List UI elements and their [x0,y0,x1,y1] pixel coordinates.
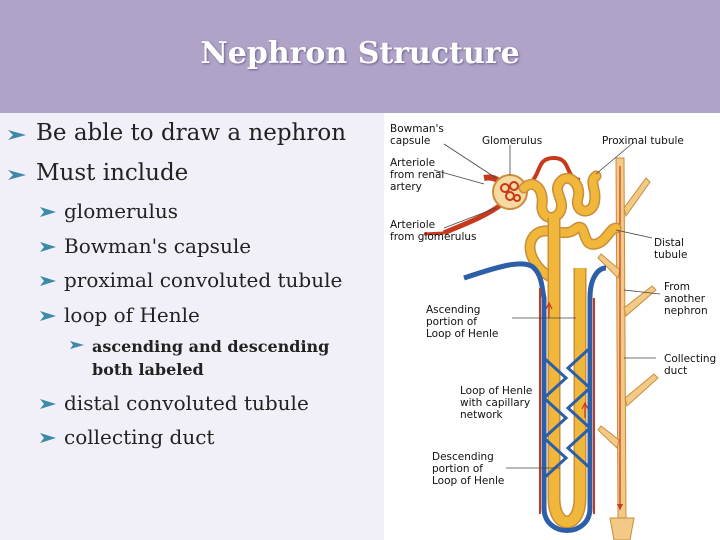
distal-tubule-label: Distal tubule [654,237,687,261]
loop-of-henle-shape [545,218,589,529]
leader-lines [433,141,661,469]
bullet-arrow-icon [40,276,56,286]
another-nephron-label: From another nephron [664,281,708,317]
bullet-text: Be able to draw a nephron [36,120,347,146]
nephron-diagram: Bowman's capsule Glomerulus Proximal tub… [384,118,720,540]
sub-bullet-item: distal convoluted tubule [40,391,309,415]
bowmans-capsule-label: Bowman's capsule [390,123,447,147]
distal-tubule-shape [524,221,622,284]
arteriole-glomerulus-label: Arteriole from glomerulus [390,219,476,243]
bullet-item: Be able to draw a nephron [8,120,346,146]
sub-bullet-item: collecting duct [40,425,214,449]
nephron-illustration: Bowman's capsule Glomerulus Proximal tub… [384,118,720,540]
sub-sub-bullet-text: ascending and descending both labeled [92,337,330,379]
sub-bullet-item: loop of Henle [40,303,200,327]
ascending-portion-label: Ascending portion of Loop of Henle [426,304,498,340]
descending-portion-label: Descending portion of Loop of Henle [432,451,504,487]
bullet-arrow-icon [70,341,84,349]
sub-sub-bullet-item: ascending and descending both labeled [70,335,370,381]
proximal-tubule-label: Proximal tubule [602,135,684,147]
bullet-arrow-icon [40,207,56,217]
bullet-arrow-icon [8,130,26,140]
glomerulus-label: Glomerulus [482,135,542,147]
slide-title: Nephron Structure [200,36,520,71]
arteriole-renal-artery-label: Arteriole from renal artery [390,157,448,193]
sub-bullet-text: loop of Henle [64,303,200,327]
loop-capillary-label: Loop of Henle with capillary network [460,385,536,421]
sub-bullet-text: collecting duct [64,425,215,449]
capillary-network-shape [463,261,607,533]
bullet-arrow-icon [40,242,56,252]
collecting-duct-shape [597,157,659,540]
title-bar: Nephron Structure [0,0,720,113]
bullet-item: Must include [8,160,188,186]
bullet-arrow-icon [40,311,56,321]
bullet-arrow-icon [8,170,26,180]
sub-bullet-text: proximal convoluted tubule [64,268,343,292]
proximal-tubule-shape [518,170,602,223]
sub-bullet-item: proximal convoluted tubule [40,268,342,292]
sub-bullet-text: Bowman's capsule [64,234,252,258]
sub-bullet-text: glomerulus [64,199,179,223]
sub-bullet-item: Bowman's capsule [40,234,251,258]
bullet-arrow-icon [40,433,56,443]
sub-bullet-item: glomerulus [40,199,178,223]
bullet-text: Must include [36,160,189,186]
bullet-arrow-icon [40,399,56,409]
collecting-duct-label: Collecting duct [664,353,720,377]
content-background [0,113,384,540]
sub-bullet-text: distal convoluted tubule [64,391,309,415]
